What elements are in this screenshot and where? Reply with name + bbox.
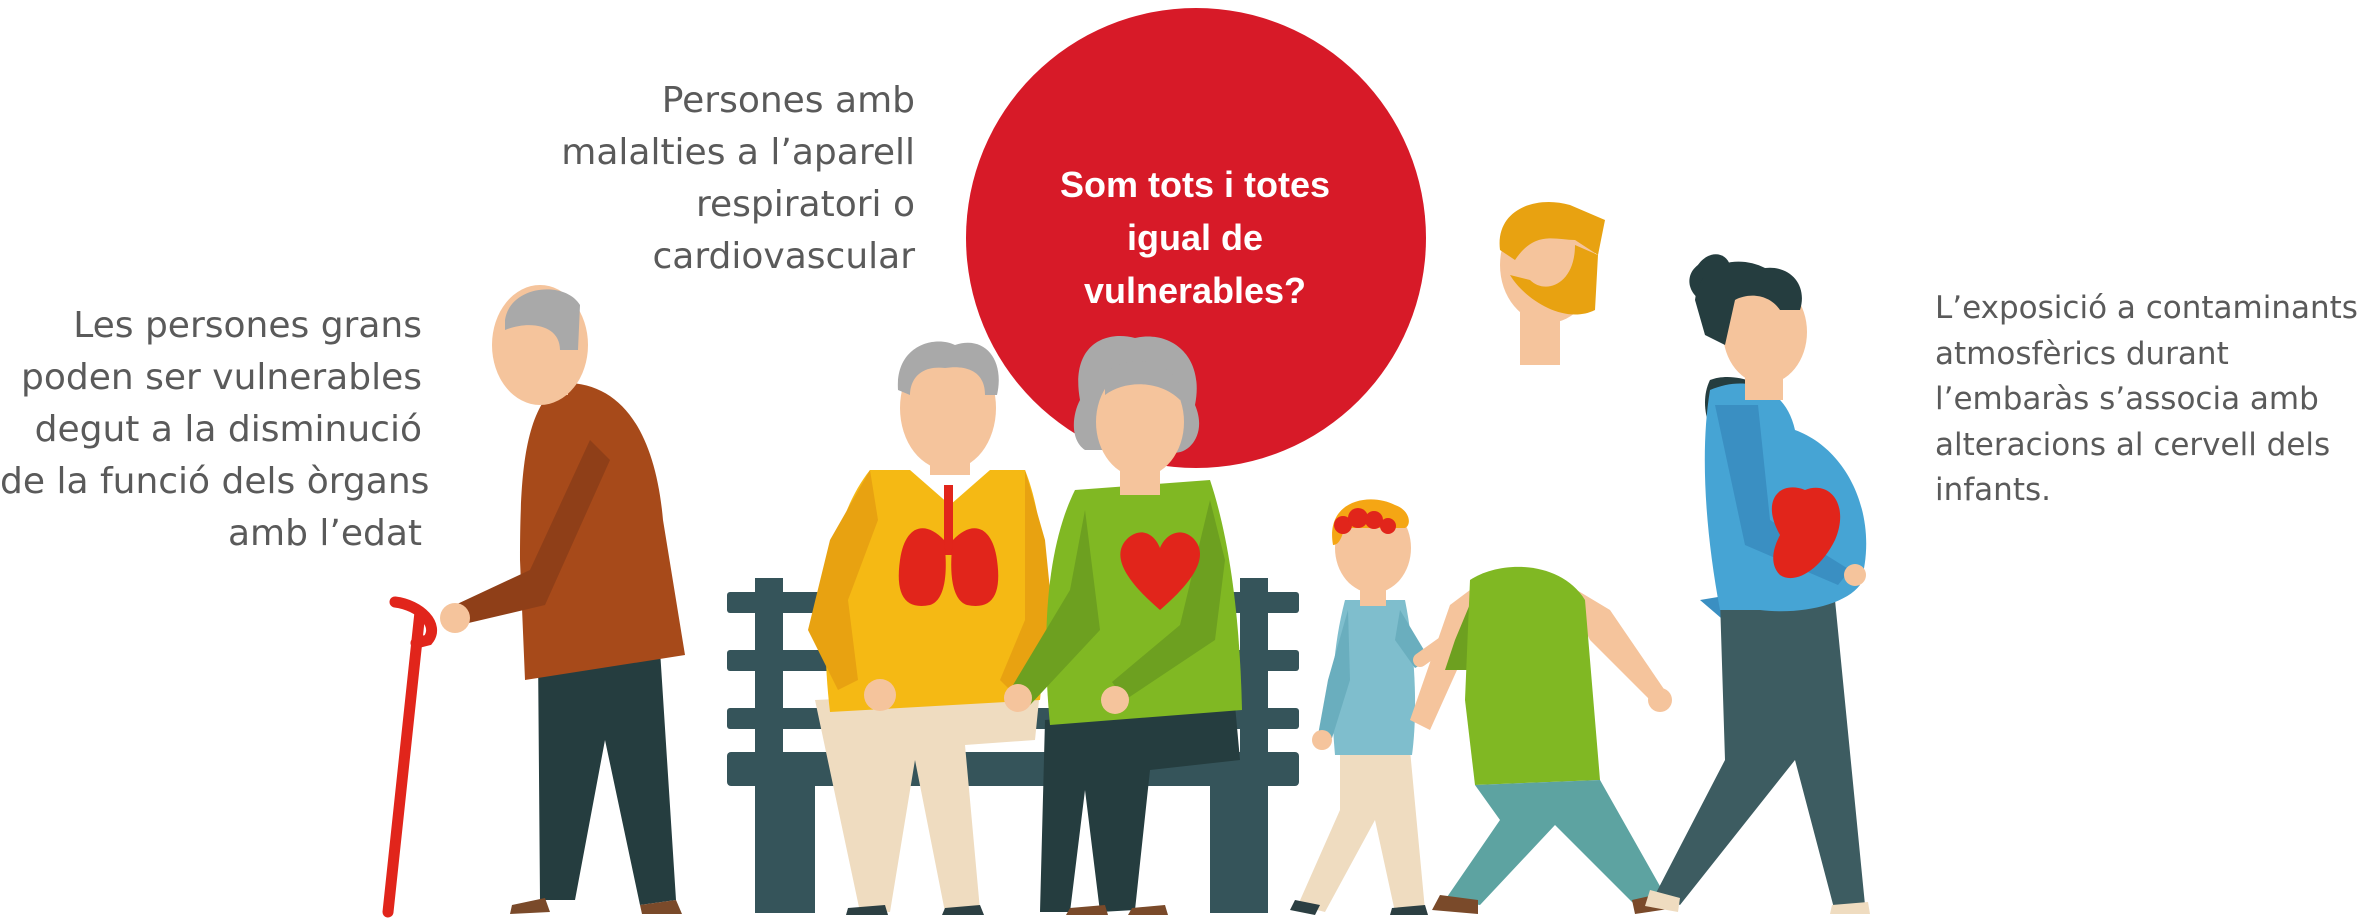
child-icon: [1290, 499, 1455, 915]
question-line: Som tots i totes: [1059, 164, 1331, 205]
pregnancy-caption-line: atmosfèrics durant: [1935, 335, 2229, 372]
man-with-lungs-icon: [808, 341, 1055, 915]
elderly-caption: Les persones grans poden ser vulnerables…: [0, 300, 430, 560]
question-bubble: [966, 8, 1426, 468]
question-line: vulnerables?: [1083, 270, 1307, 311]
elderly-caption-line: amb l’edat: [227, 513, 422, 554]
question-line: igual de: [1126, 217, 1264, 258]
respiratory-caption-line: malalties a l’aparell: [561, 132, 915, 173]
elderly-caption-line: poden ser vulnerables: [21, 357, 422, 398]
elderly-caption-line: degut a la disminució: [34, 409, 422, 450]
elderly-man-with-cane-icon: [382, 285, 685, 918]
respiratory-caption-line: respiratori o: [695, 184, 915, 225]
woman-with-heart-icon: [1004, 335, 1242, 915]
elderly-caption-line: Les persones grans: [73, 305, 422, 346]
pregnancy-caption-line: l’embaràs s’associa amb: [1935, 381, 2319, 417]
pregnancy-caption-line: infants.: [1935, 472, 2051, 508]
respiratory-caption: Persones amb malalties a l’aparell respi…: [560, 75, 915, 283]
heart-icon: [1120, 532, 1201, 610]
pregnancy-caption-line: alteracions al cervell dels: [1935, 426, 2331, 463]
respiratory-caption-line: cardiovascular: [652, 236, 916, 277]
pregnant-woman-icon: [1645, 254, 1870, 914]
elderly-caption-line: de la funció dels òrgans: [0, 461, 430, 502]
pregnancy-caption-line: L’exposició a contaminants: [1935, 290, 2358, 326]
lungs-icon: [898, 485, 999, 606]
question-bubble-text: Som tots i totes igual de vulnerables?: [1050, 158, 1340, 317]
respiratory-caption-line: Persones amb: [661, 80, 915, 121]
pregnancy-caption: L’exposició a contaminants atmosfèrics d…: [1935, 286, 2358, 514]
bearded-man-icon: [1410, 202, 1675, 914]
